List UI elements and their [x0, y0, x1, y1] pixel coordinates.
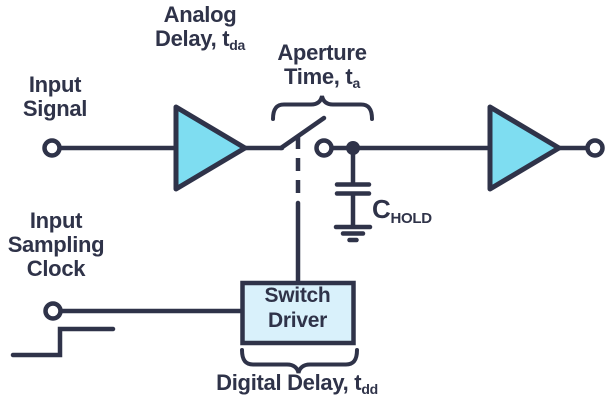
- switch-arm: [278, 115, 327, 151]
- digital-delay-label: Digital Delay, tdd: [157, 370, 437, 398]
- hold-capacitor-subscript: HOLD: [390, 210, 432, 227]
- analog-delay-line2: Delay, t: [155, 26, 230, 51]
- aperture-time-line2: Time, t: [284, 64, 353, 89]
- output-buffer-amplifier: [487, 104, 562, 192]
- input-sampling-clock-line1: Input: [29, 208, 83, 233]
- switch-driver-line1: Switch: [264, 284, 331, 307]
- digital-delay-brace: [240, 348, 359, 374]
- switch-driver-box: [240, 280, 356, 346]
- input-sampling-clock-label: Input Sampling Clock: [4, 209, 108, 281]
- clock-rising-edge-waveform: [10, 326, 116, 358]
- switch-driver-line2: Driver: [268, 309, 327, 332]
- analog-delay-line1: Analog: [163, 2, 237, 27]
- aperture-time-brace: [271, 95, 374, 121]
- output-terminal: [585, 138, 605, 158]
- input-signal-line2: Signal: [22, 96, 88, 121]
- aperture-time-line1: Aperture: [277, 40, 367, 65]
- hold-capacitor-symbol: C: [372, 194, 391, 224]
- input-buffer-amplifier: [173, 104, 248, 192]
- input-signal-line1: Input: [28, 72, 82, 97]
- aperture-time-label: Aperture Time, ta: [252, 40, 392, 92]
- switch-driver-label: Switch Driver: [242, 283, 353, 333]
- hold-node-junction: [346, 141, 360, 155]
- input-terminal: [42, 138, 62, 158]
- input-signal-label: Input Signal: [5, 73, 105, 121]
- hold-capacitor-label: CHOLD: [372, 196, 432, 227]
- aperture-time-subscript: a: [352, 75, 360, 91]
- input-sampling-clock-line2: Sampling: [7, 232, 105, 257]
- clock-input-terminal: [43, 301, 63, 321]
- analog-delay-label: Analog Delay, tda: [130, 2, 270, 54]
- input-sampling-clock-line3: Clock: [26, 256, 86, 281]
- switch-contact-terminal: [314, 138, 334, 158]
- digital-delay-text: Digital Delay, t: [216, 370, 362, 395]
- digital-delay-subscript: dd: [361, 381, 378, 397]
- analog-delay-subscript: da: [229, 37, 245, 53]
